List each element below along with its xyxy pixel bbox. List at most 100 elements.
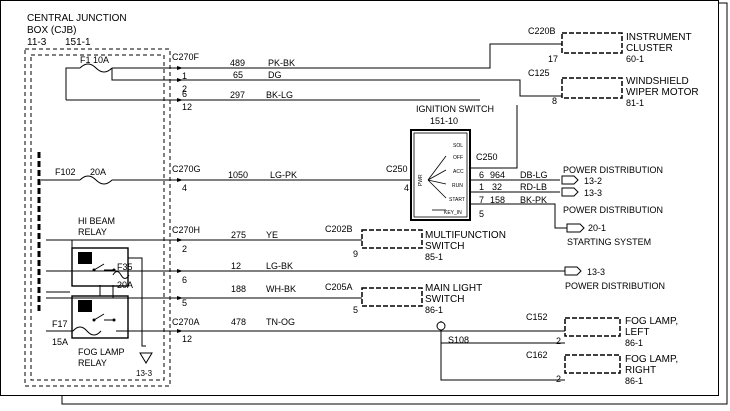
cjb-title: CENTRAL JUNCTION: [27, 13, 127, 24]
ignition-pos-acc: ACC: [453, 169, 464, 175]
power-dist-ref-4: 13-3: [587, 267, 605, 277]
fuse-f102-rating: 20A: [90, 167, 106, 177]
pin-label: 2: [182, 244, 187, 254]
ignition-switch: IGNITION SWITCH 151-10 SOL OFF ACC RUN S…: [410, 104, 494, 221]
ground-ref: 13-3: [136, 369, 153, 378]
ign-out-pin: 5: [479, 209, 484, 219]
ground-symbol: 13-3: [136, 352, 153, 378]
svg-text:86-1: 86-1: [625, 376, 643, 386]
svg-text:5: 5: [353, 305, 358, 315]
power-dist-ref-3: 20-1: [588, 223, 606, 233]
ignition-pos-run: RUN: [452, 183, 463, 189]
svg-text:MAIN LIGHT: MAIN LIGHT: [425, 283, 482, 294]
svg-text:86-1: 86-1: [625, 338, 643, 348]
wire-color-label: DG: [268, 70, 282, 80]
wire-color-label: LG-PK: [270, 170, 297, 180]
connector-c220b: C220B: [528, 26, 556, 36]
circuit-label: 188: [231, 284, 246, 294]
connector-c125: C125: [528, 68, 550, 78]
circuit-label: 65: [233, 70, 243, 80]
connector-c202b: C202B: [325, 224, 353, 234]
svg-text:9: 9: [353, 249, 358, 259]
pin-label: 6: [182, 275, 187, 285]
ground-icon: [139, 352, 153, 364]
fuse-symbols: [72, 271, 130, 336]
fog-lamp-relay: FOG LAMP RELAY: [71, 295, 129, 368]
wire-color-label: YE: [266, 230, 278, 240]
power-dist-label-3: POWER DISTRIBUTION: [565, 281, 665, 291]
svg-text:FOG LAMP,: FOG LAMP,: [625, 316, 678, 327]
wires: [41, 43, 567, 381]
ign-out-color: DB-LG: [520, 170, 548, 180]
svg-text:60-1: 60-1: [626, 54, 644, 64]
svg-text:2: 2: [556, 336, 561, 346]
wire-color-label: WH-BK: [266, 284, 296, 294]
ignition-contacts-icon: [427, 155, 447, 199]
relay-contact-icon: [93, 313, 114, 321]
fog-relay-box: [71, 295, 129, 339]
wire-labels: 1 489 PK-BK 2 65 DG 6 297 BK-LG 12 4 105…: [182, 58, 297, 344]
pin-label: 6: [182, 89, 187, 99]
relay-coil-icon: [78, 252, 92, 264]
circuit-label: 297: [230, 90, 245, 100]
component-fog-lamp-right: C162 2 FOG LAMP, RIGHT 86-1: [526, 350, 678, 386]
connector-c250-out: C250: [476, 152, 498, 162]
component-multifunction-switch: C202B 9 MULTIFUNCTION SWITCH 85-1: [325, 224, 506, 262]
fuse-f35-rating: 20A: [117, 280, 133, 290]
wire-color-label: TN-OG: [266, 317, 295, 327]
hi-beam-relay: HI BEAM RELAY: [71, 216, 129, 287]
svg-text:LEFT: LEFT: [625, 327, 649, 338]
ignition-side-label: PWR: [418, 174, 424, 186]
power-dist-ref-2: 13-3: [584, 188, 602, 198]
circuit-label: 489: [230, 58, 245, 68]
cjb-ref-b: 151-1: [65, 37, 91, 48]
connector-flag-icon: [566, 223, 585, 233]
ign-out-color: RD-LB: [520, 182, 547, 192]
connector-c270h: C270H: [172, 225, 200, 235]
fuse-f102-label: F102: [55, 167, 76, 177]
connector-flag-icon: [564, 266, 582, 276]
fog-relay-label-1: FOG LAMP: [78, 347, 125, 357]
ignition-pos-start: START: [449, 197, 465, 203]
ign-out-circuit: 158: [490, 195, 505, 205]
cjb-boundary: [24, 48, 171, 387]
wire-color-label: BK-LG: [266, 90, 293, 100]
svg-text:MULTIFUNCTION: MULTIFUNCTION: [425, 230, 506, 241]
svg-text:8: 8: [552, 96, 557, 106]
circuit-label: 12: [231, 261, 241, 271]
svg-text:2: 2: [556, 374, 561, 384]
hi-beam-relay-box: [71, 247, 129, 287]
svg-text:WINDSHIELD: WINDSHIELD: [626, 76, 689, 87]
fuse-f17-icon: [72, 326, 102, 336]
ign-out-pin: 6: [479, 170, 484, 180]
connector-c270g: C270G: [172, 164, 201, 174]
pin-label: 12: [182, 334, 192, 344]
ignition-input-pin: 4: [404, 183, 409, 193]
svg-text:WIPER MOTOR: WIPER MOTOR: [626, 87, 699, 98]
circuit-label: 1050: [228, 170, 248, 180]
component-fog-lamp-left: C152 2 FOG LAMP, LEFT 86-1: [526, 312, 678, 348]
connector-c270f: C270F: [172, 52, 200, 62]
starting-system-label: STARTING SYSTEM: [567, 237, 651, 247]
cjb-header: CENTRAL JUNCTION BOX (CJB) 11-3 151-1: [27, 13, 127, 48]
ignition-title: IGNITION SWITCH: [416, 104, 494, 114]
ign-out-circuit: 964: [490, 170, 505, 180]
fuse-f17-rating: 15A: [52, 337, 68, 347]
svg-text:FOG LAMP,: FOG LAMP,: [625, 354, 678, 365]
component-main-light-switch: C205A 5 MAIN LIGHT SWITCH 86-1: [325, 282, 482, 315]
connector-c250-in: C250: [386, 164, 408, 174]
power-distribution: POWER DISTRIBUTION 13-2 13-3 POWER DISTR…: [561, 165, 665, 291]
relay-coil-icon: [78, 300, 92, 312]
component-instrument-cluster: C220B 17 INSTRUMENT CLUSTER 60-1: [528, 26, 692, 64]
wire-color-label: PK-BK: [268, 58, 295, 68]
relay-contact-icon: [93, 263, 114, 271]
pin-label: 5: [182, 298, 187, 308]
ignition-pos-keyin: KEY_IN: [444, 210, 462, 216]
svg-text:17: 17: [548, 54, 558, 64]
pin-label: 1: [182, 71, 187, 81]
ign-out-circuit: 32: [492, 182, 502, 192]
pin-label: 2: [182, 84, 187, 94]
svg-text:RIGHT: RIGHT: [625, 365, 656, 376]
fuse-f35-label: F35: [117, 262, 133, 272]
